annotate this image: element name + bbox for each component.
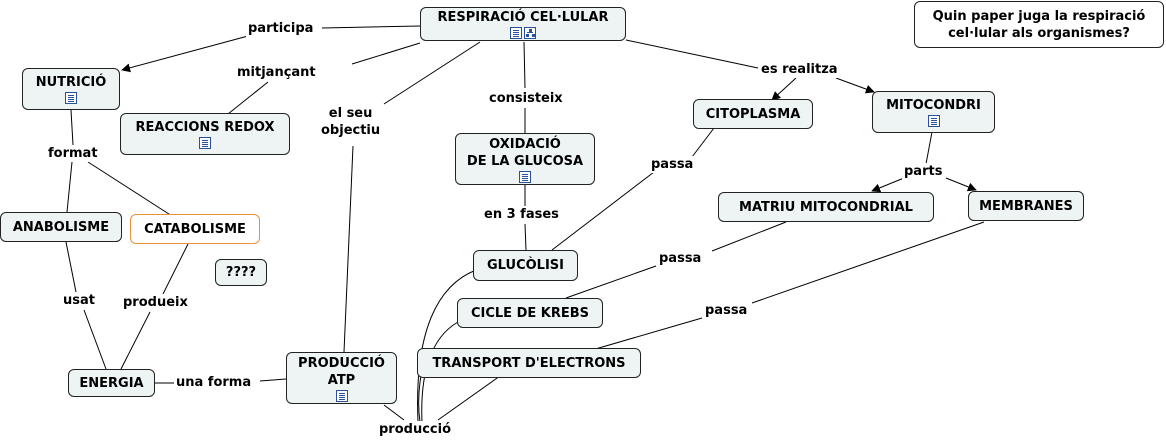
node-mitocondri[interactable]: MITOCONDRI bbox=[872, 91, 995, 133]
node-oxidacio-glucosa[interactable]: OXIDACIÓ DE LA GLUCOSA bbox=[455, 133, 595, 185]
line-respiracio-consisteix bbox=[523, 41, 526, 89]
node-label: MITOCONDRI bbox=[886, 98, 981, 113]
node-produccio-atp[interactable]: PRODUCCIÓ ATP bbox=[286, 352, 397, 404]
link-parts: parts bbox=[902, 163, 945, 180]
link-usat: usat bbox=[61, 292, 97, 309]
link-passa-membranes: passa bbox=[703, 302, 750, 319]
node-glucolisi[interactable]: GLUCÒLISI bbox=[473, 250, 578, 281]
line-nutricio-format bbox=[70, 109, 74, 146]
link-passa-citoplasma: passa bbox=[649, 156, 696, 173]
line-realitza-mitocondri bbox=[835, 77, 875, 94]
line-parts-matriu bbox=[871, 177, 905, 193]
line-transport-produccio-b bbox=[437, 375, 501, 421]
node-cicle-krebs[interactable]: CICLE DE KREBS bbox=[457, 298, 603, 328]
link-una-forma: una forma bbox=[174, 374, 254, 391]
line-matriu-passa bbox=[711, 221, 787, 252]
node-catabolisme[interactable]: CATABOLISME bbox=[130, 214, 260, 244]
document-icon[interactable] bbox=[199, 137, 211, 149]
line-usat-energia bbox=[83, 309, 107, 370]
document-icon[interactable] bbox=[65, 92, 77, 104]
link-participa: participa bbox=[246, 20, 316, 37]
node-citoplasma[interactable]: CITOPLASMA bbox=[693, 99, 813, 129]
link-produccio: producció bbox=[377, 421, 454, 438]
line-anabolisme-usat bbox=[65, 241, 77, 293]
node-membranes[interactable]: MEMBRANES bbox=[968, 191, 1084, 221]
node-label: ANABOLISME bbox=[12, 219, 110, 235]
line-respiracio-participa bbox=[321, 25, 421, 29]
node-matriu-mitocondrial[interactable]: MATRIU MITOCONDRIAL bbox=[718, 192, 934, 222]
node-label: TRANSPORT D'ELECTRONS bbox=[432, 355, 626, 371]
line-passa-glucolisi bbox=[551, 171, 655, 251]
document-icon[interactable] bbox=[519, 170, 531, 183]
link-consisteix: consisteix bbox=[487, 90, 565, 107]
line-format-catabolisme bbox=[87, 161, 173, 217]
line-participa-nutricio bbox=[121, 35, 249, 73]
node-label: NUTRICIÓ bbox=[35, 75, 107, 90]
node-label: MEMBRANES bbox=[979, 198, 1073, 214]
node-icons bbox=[510, 27, 536, 39]
link-el-seu-objectiu: el seu objectiu bbox=[319, 105, 383, 139]
concept-map-icon[interactable] bbox=[524, 27, 536, 39]
node-label: GLUCÒLISI bbox=[487, 258, 564, 273]
line-unaforma-atp bbox=[259, 378, 287, 382]
link-en-3-fases: en 3 fases bbox=[482, 206, 561, 223]
line-realitza-citoplasma bbox=[771, 77, 797, 101]
link-format: format bbox=[46, 145, 100, 162]
node-label: CATABOLISME bbox=[144, 221, 246, 237]
question-label: Quin paper juga la respiració cel·lular … bbox=[932, 8, 1146, 41]
line-membranes-passa bbox=[751, 221, 985, 304]
node-label: OXIDACIÓ DE LA GLUCOSA bbox=[466, 136, 584, 169]
link-produeix: produeix bbox=[121, 294, 190, 311]
line-mitocondri-parts bbox=[925, 131, 933, 165]
node-label: ENERGIA bbox=[79, 375, 144, 391]
document-icon[interactable] bbox=[335, 389, 348, 402]
node-label: REACCIONS REDOX bbox=[135, 120, 275, 135]
node-question[interactable]: Quin paper juga la respiració cel·lular … bbox=[914, 1, 1164, 48]
line-respiracio-objectiu bbox=[383, 41, 481, 105]
node-label: ???? bbox=[225, 265, 257, 280]
line-atp-produccio bbox=[383, 404, 405, 421]
line-produeix-energia bbox=[120, 311, 151, 370]
node-label: MATRIU MITOCONDRIAL bbox=[739, 199, 913, 215]
node-label: PRODUCCIÓ ATP bbox=[298, 355, 385, 388]
line-catabolisme-produeix bbox=[162, 243, 189, 295]
node-respiracio-cellular[interactable]: RESPIRACIÓ CEL·LULAR bbox=[420, 7, 626, 41]
node-transport-electrons[interactable]: TRANSPORT D'ELECTRONS bbox=[417, 348, 641, 378]
line-glucolisi-produccio bbox=[417, 269, 477, 423]
node-reaccions-redox[interactable]: REACCIONS REDOX bbox=[120, 113, 290, 155]
node-label: CITOPLASMA bbox=[705, 106, 801, 122]
line-format-anabolisme bbox=[66, 161, 73, 213]
node-anabolisme[interactable]: ANABOLISME bbox=[0, 212, 122, 242]
link-mitjancant: mitjançant bbox=[235, 64, 318, 81]
document-icon[interactable] bbox=[510, 27, 522, 39]
line-respiracio-mitjancant bbox=[351, 42, 421, 65]
line-fases-glucolisi bbox=[524, 223, 527, 251]
node-unknown[interactable]: ???? bbox=[215, 259, 267, 286]
line-mitjancant-redox bbox=[227, 81, 269, 115]
node-energia[interactable]: ENERGIA bbox=[68, 369, 155, 397]
line-respiracio-realitza bbox=[625, 39, 759, 69]
line-objectiu-atp bbox=[343, 145, 354, 353]
node-label: CICLE DE KREBS bbox=[470, 305, 590, 321]
line-passa-transport bbox=[591, 317, 703, 351]
node-nutricio[interactable]: NUTRICIÓ bbox=[22, 68, 120, 110]
line-passa-krebs bbox=[565, 265, 657, 299]
link-es-realitza: es realitza bbox=[759, 61, 840, 78]
line-citoplasma-passa bbox=[691, 127, 715, 158]
line-parts-membranes bbox=[945, 177, 977, 192]
document-icon[interactable] bbox=[927, 115, 940, 127]
node-label: RESPIRACIÓ CEL·LULAR bbox=[437, 10, 609, 25]
link-passa-matriu: passa bbox=[657, 250, 704, 267]
